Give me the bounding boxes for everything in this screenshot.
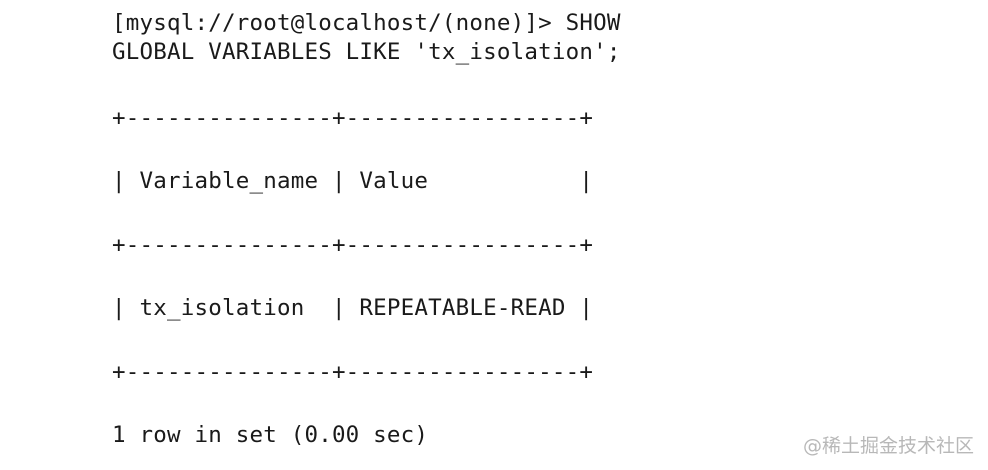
table-border-top: +---------------+-----------------+ [112,105,594,131]
table-header-row: | Variable_name | Value | [112,168,594,194]
command-line-continuation: GLOBAL VARIABLES LIKE 'tx_isolation'; [112,39,621,65]
table-data-row: | tx_isolation | REPEATABLE-READ | [112,295,594,321]
watermark: @稀土掘金技术社区 [802,435,974,457]
result-footer: 1 row in set (0.00 sec) [112,422,429,448]
command-line-prompt: [mysql://root@localhost/(none)]> SHOW [112,10,621,36]
table-border-middle: +---------------+-----------------+ [112,232,594,258]
table-border-bottom: +---------------+-----------------+ [112,359,594,385]
